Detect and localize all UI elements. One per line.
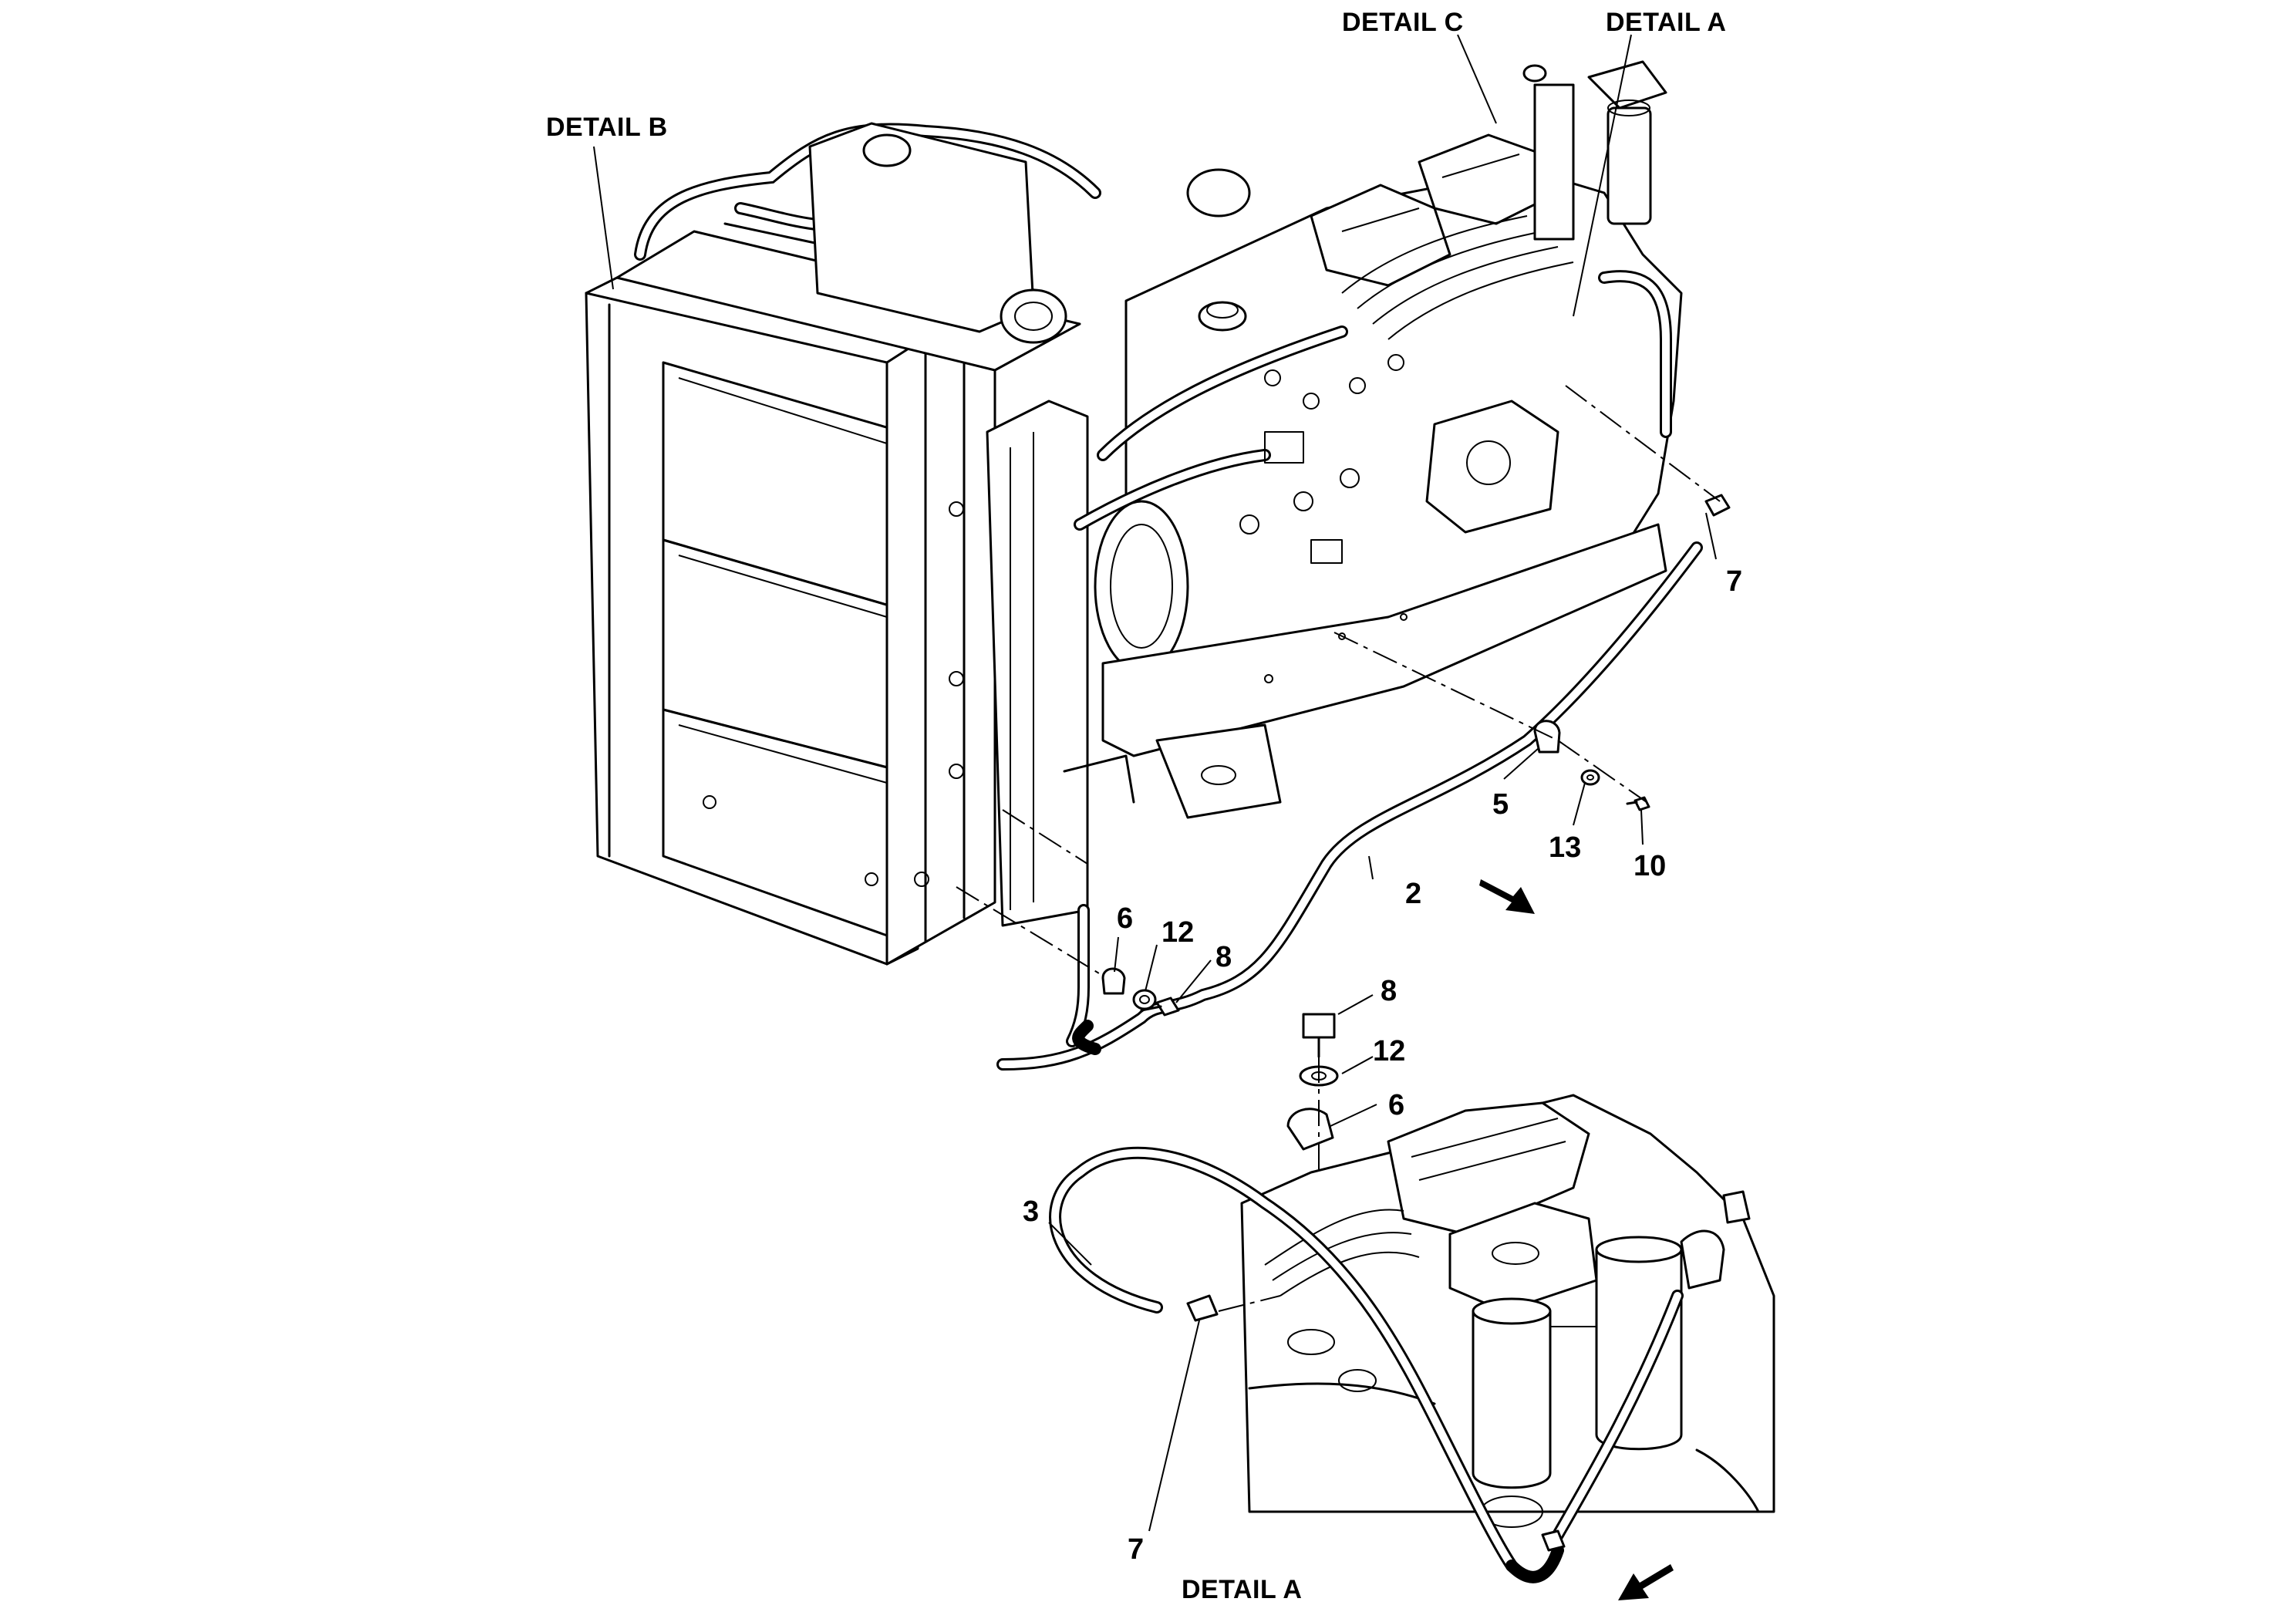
detail-c-label: DETAIL C [1342, 8, 1464, 37]
part-8-callout: 8 [1215, 941, 1232, 973]
hose-2 [996, 541, 1703, 1071]
detail-part-7-callout: 7 [1128, 1533, 1145, 1566]
part-2-callout: 2 [1405, 878, 1422, 910]
detail-part-8-callout: 8 [1381, 975, 1397, 1007]
assembly-centerlines [956, 385, 1721, 976]
leader-lines [593, 34, 1717, 1003]
fuel-filter-assembly [1522, 60, 1667, 241]
part-12-callout: 12 [1161, 916, 1195, 949]
part-5-callout: 5 [1492, 788, 1509, 821]
upper-coolant-hose [634, 122, 1101, 333]
part-13-callout: 13 [1549, 831, 1582, 864]
detail-part-12-callout: 12 [1373, 1035, 1406, 1067]
detail-a-view [1048, 994, 1775, 1583]
detail-a-top-label: DETAIL A [1606, 8, 1727, 37]
detail-b-label: DETAIL B [546, 113, 668, 142]
detail-part-6-callout: 6 [1388, 1089, 1405, 1121]
part-6-callout: 6 [1117, 902, 1134, 935]
part-7-callout: 7 [1726, 565, 1743, 598]
part-10-callout: 10 [1633, 850, 1667, 882]
part-3-callout: 3 [1023, 1195, 1040, 1228]
engine-block [1000, 133, 1683, 819]
fasteners-top [1101, 494, 1731, 1017]
detail-a-bottom-label: DETAIL A [1182, 1575, 1303, 1604]
